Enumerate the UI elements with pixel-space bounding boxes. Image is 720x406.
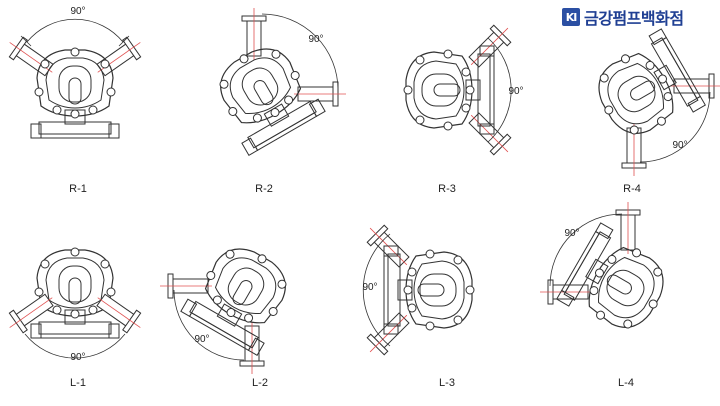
diagram-l-2 xyxy=(159,232,303,375)
angle-label-l-4: 90° xyxy=(564,228,579,239)
diagram-r-2 xyxy=(203,7,347,156)
diagram-r-1 xyxy=(2,18,148,139)
diagram-label-l-1: L-1 xyxy=(70,377,86,389)
angle-label-r-2: 90° xyxy=(308,34,323,45)
brand-name: 금강펌프백화점 xyxy=(584,9,684,28)
diagram-label-l-2: L-2 xyxy=(252,377,268,389)
diagram-label-l-4: L-4 xyxy=(618,377,634,389)
angle-label-r-1: 90° xyxy=(70,6,85,17)
diagram-label-l-3: L-3 xyxy=(439,377,455,389)
angle-label-l-1: 90° xyxy=(70,352,85,363)
diagram-l-4 xyxy=(539,201,680,345)
angle-label-l-3: 90° xyxy=(362,282,377,293)
diagram-r-3 xyxy=(403,19,517,161)
diagram-r-4 xyxy=(582,28,720,177)
diagram-l-3 xyxy=(361,219,475,361)
diagram-l-1 xyxy=(2,247,148,359)
angle-label-r-3: 90° xyxy=(508,86,523,97)
diagram-label-r-2: R-2 xyxy=(255,183,273,195)
diagram-label-r-1: R-1 xyxy=(69,183,87,195)
logo-mark-icon: KI xyxy=(562,8,580,26)
brand-logo: KI 금강펌프백화점 xyxy=(562,6,684,28)
angle-label-l-2: 90° xyxy=(194,334,209,345)
angle-label-r-4: 90° xyxy=(672,140,687,151)
diagram-label-r-4: R-4 xyxy=(623,183,641,195)
diagram-label-r-3: R-3 xyxy=(438,183,456,195)
